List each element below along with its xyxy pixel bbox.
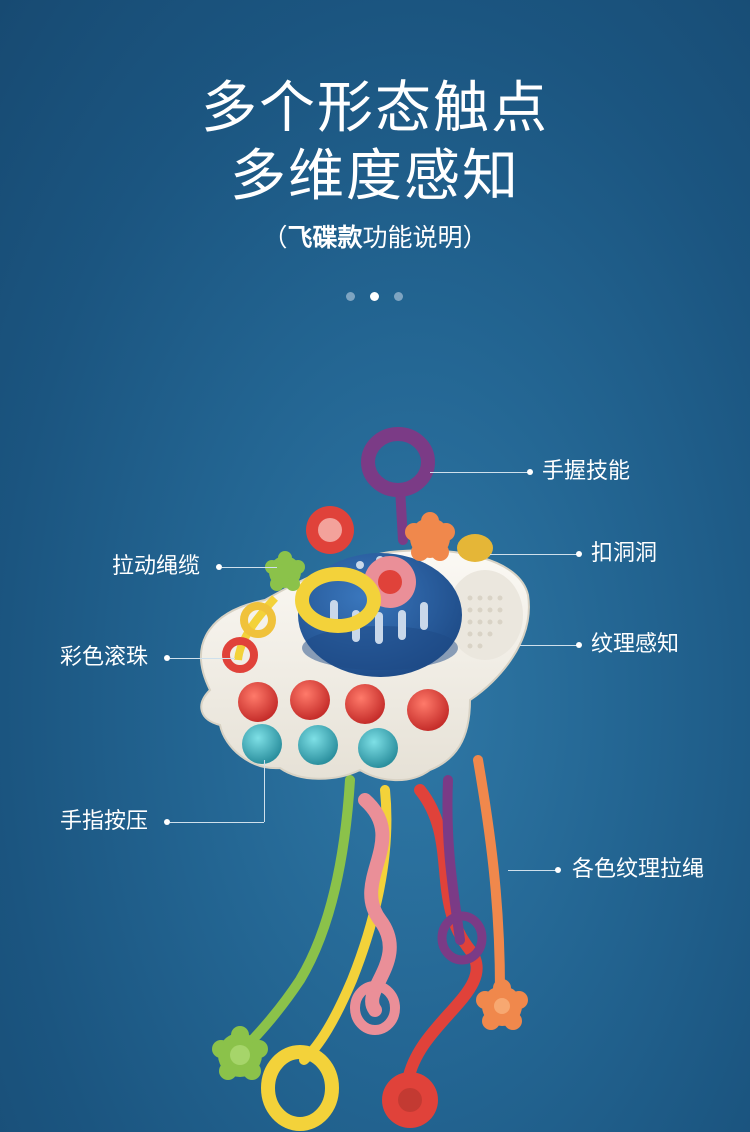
- holes-bullet: [576, 551, 582, 557]
- pink-cord: [358, 793, 397, 1017]
- purple-cord: [442, 775, 465, 945]
- callout-grip: 手握技能: [542, 459, 631, 484]
- rolling-beads-rail: [222, 595, 278, 673]
- pink-ring-end: [350, 981, 400, 1035]
- cord-ends: [212, 911, 528, 1131]
- callout-pull-cord: 拉动绳缆: [112, 554, 201, 579]
- subtitle-open-paren: （: [262, 223, 288, 252]
- red-cord: [402, 784, 483, 1086]
- carousel-dot-1[interactable]: [346, 292, 355, 301]
- purple-ring-end: [437, 911, 487, 965]
- green-cord: [240, 775, 355, 1053]
- pull-cords: [240, 755, 505, 1086]
- press-leader-vertical: [264, 760, 265, 822]
- carousel-indicator: [346, 292, 403, 301]
- callout-cords: 各色纹理拉绳: [572, 857, 705, 882]
- orange-flower-end: [476, 979, 528, 1030]
- top-toggles: [265, 506, 493, 633]
- texture-pad: [447, 570, 523, 660]
- callout-holes: 扣洞洞: [591, 541, 658, 566]
- central-dome: [298, 553, 462, 677]
- press-bullet: [164, 819, 170, 825]
- cords-bullet: [555, 867, 561, 873]
- headline-line-1: 多个形态触点: [201, 76, 549, 141]
- orange-cord: [473, 755, 505, 995]
- subtitle-rest: 功能说明）: [362, 223, 488, 252]
- grip-bullet: [527, 469, 533, 475]
- subtitle: （飞碟款功能说明）: [0, 220, 750, 256]
- carousel-dot-3[interactable]: [394, 292, 403, 301]
- callout-beads: 彩色滚珠: [60, 645, 149, 670]
- headline-line-2: 多维度感知: [230, 144, 520, 209]
- pull-cord-leader-line: [222, 567, 277, 568]
- beads-leader-line: [170, 658, 235, 659]
- grip-ring: [361, 427, 435, 545]
- press-leader-line: [170, 822, 264, 823]
- cords-leader-line: [508, 870, 556, 871]
- subtitle-model-name: 飞碟款: [287, 223, 363, 252]
- press-bubbles: [238, 680, 449, 768]
- pull-cord-bullet: [216, 564, 222, 570]
- texture-leader-line: [520, 645, 577, 646]
- beads-bullet: [164, 655, 170, 661]
- callout-texture: 纹理感知: [591, 632, 680, 657]
- carousel-dot-2-active[interactable]: [370, 292, 379, 301]
- callout-press: 手指按压: [60, 809, 149, 834]
- texture-bullet: [576, 642, 582, 648]
- yellow-ring-end: [261, 1045, 339, 1131]
- holes-leader-line: [490, 554, 577, 555]
- grip-leader-line: [430, 472, 528, 473]
- green-flower-end: [212, 1026, 268, 1080]
